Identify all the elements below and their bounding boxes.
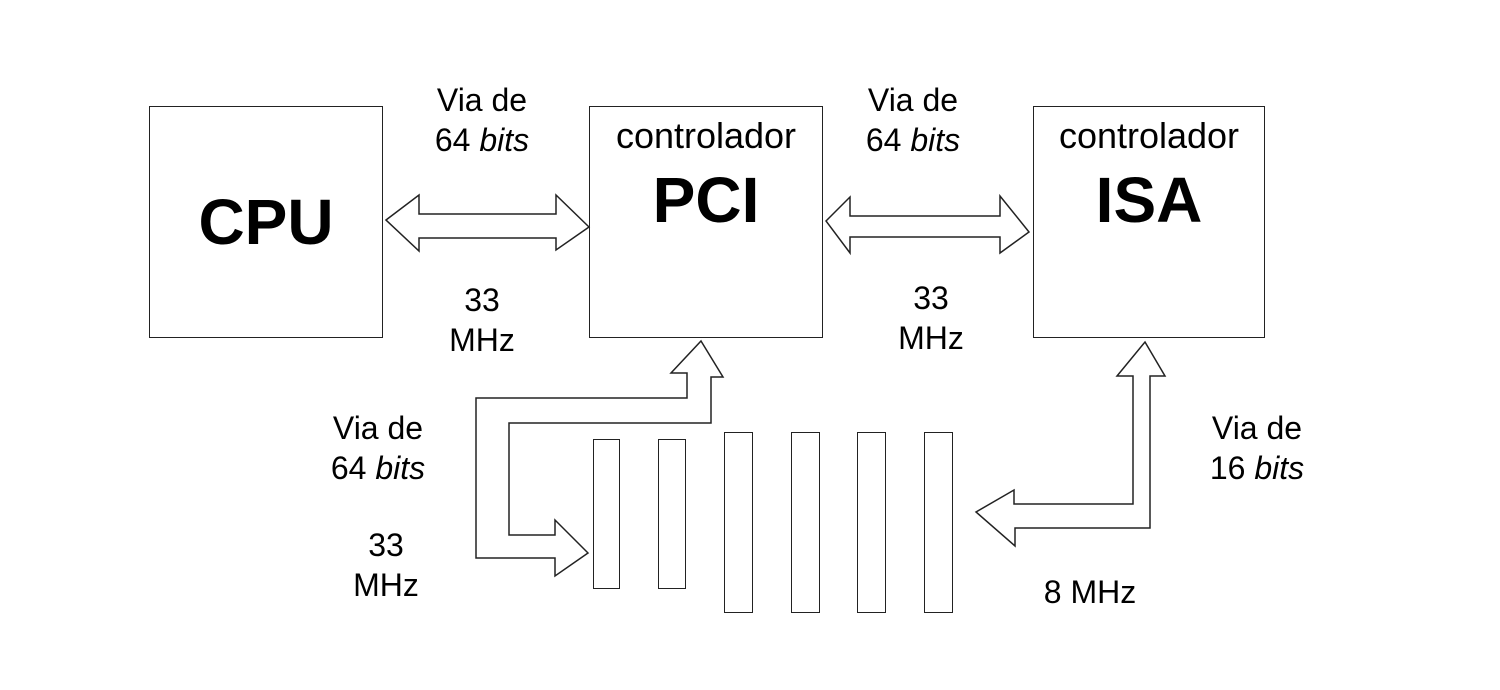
bus-width: 16 bits xyxy=(1187,448,1327,488)
pci-slots-bus-freq-label: 33 MHz xyxy=(336,525,436,605)
bus-width-unit: bits xyxy=(479,122,530,158)
isa-slots-bus-arrow xyxy=(974,340,1167,548)
freq-value: 33 xyxy=(368,527,404,563)
freq-unit: MHz xyxy=(353,567,419,603)
isa-slot xyxy=(857,432,886,613)
pci-slots-bus-width-label: Via de 64 bits xyxy=(308,408,448,488)
pci-slot xyxy=(593,439,620,589)
cpu-pci-bus-width-label: Via de 64 bits xyxy=(412,80,552,160)
pci-slot xyxy=(658,439,686,589)
bus-label-line: Via de xyxy=(436,82,528,118)
freq-value: 33 xyxy=(913,280,949,316)
pci-isa-bus-arrow xyxy=(825,193,1031,256)
pci-slots-bus-arrow xyxy=(475,339,725,578)
bus-width-value: 16 xyxy=(1209,450,1246,486)
bus-width: 64 bits xyxy=(412,120,552,160)
bus-width-value: 64 xyxy=(330,450,367,486)
isa-label: ISA xyxy=(1095,164,1203,236)
cpu-pci-bus-freq-label: 33 MHz xyxy=(432,280,532,360)
isa-slot xyxy=(724,432,753,613)
freq-value: 33 xyxy=(464,282,500,318)
isa-controller-title: controlador xyxy=(1058,115,1240,156)
isa-slot xyxy=(924,432,953,613)
pci-controller-title: controlador xyxy=(615,115,797,156)
freq-unit: MHz xyxy=(449,322,515,358)
isa-controller-box: controlador ISA xyxy=(1033,106,1265,338)
isa-slots-bus-width-label: Via de 16 bits xyxy=(1187,408,1327,488)
cpu-box: CPU xyxy=(149,106,383,338)
pci-isa-bus-width-label: Via de 64 bits xyxy=(843,80,983,160)
cpu-label: CPU xyxy=(198,186,334,258)
bus-width-unit: bits xyxy=(1254,450,1305,486)
freq-unit: MHz xyxy=(898,320,964,356)
bus-width-unit: bits xyxy=(910,122,961,158)
bus-width-value: 64 xyxy=(434,122,471,158)
bus-label-line: Via de xyxy=(1211,410,1303,446)
pci-isa-bus-freq-label: 33 MHz xyxy=(881,278,981,358)
pci-label: PCI xyxy=(652,164,760,236)
bus-width-value: 64 xyxy=(865,122,902,158)
bus-width-unit: bits xyxy=(375,450,426,486)
bus-width: 64 bits xyxy=(308,448,448,488)
isa-slot xyxy=(791,432,820,613)
isa-slots-bus-freq-label: 8 MHz xyxy=(1043,574,1137,610)
cpu-pci-bus-arrow xyxy=(384,193,591,253)
pci-controller-box: controlador PCI xyxy=(589,106,823,338)
bus-label-line: Via de xyxy=(332,410,424,446)
bus-width: 64 bits xyxy=(843,120,983,160)
bus-label-line: Via de xyxy=(867,82,959,118)
